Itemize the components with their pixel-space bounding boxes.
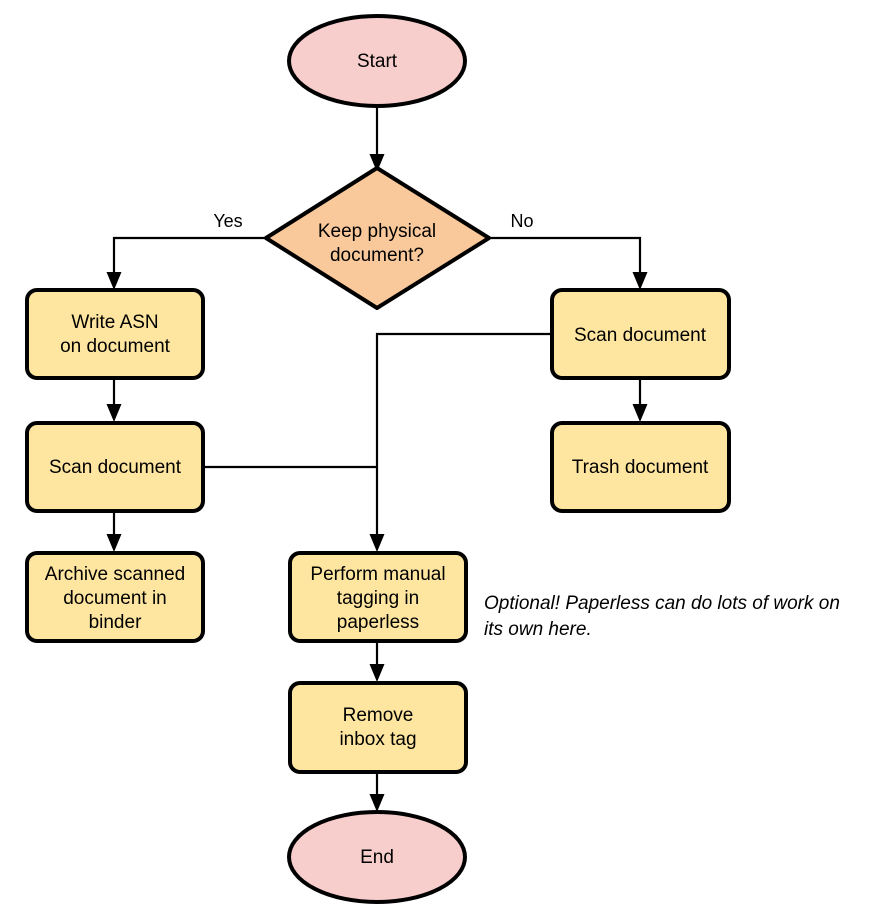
optional-note-line1: Optional! Paperless can do lots of work … [484, 593, 840, 614]
edge-decision-to-write-asn [106, 236, 266, 290]
node-archive-scanned-document[interactable]: Archive scanned document in binder [25, 551, 205, 643]
node-start-label: Start [357, 51, 398, 72]
node-start[interactable]: Start [287, 14, 467, 108]
edge-write-asn-to-scan-left [106, 378, 122, 422]
start-ellipse[interactable] [287, 14, 467, 108]
node-decision-label-line2: document? [330, 245, 424, 266]
node-write-asn[interactable]: Write ASN on document [25, 288, 205, 380]
node-write-asn-label-line1: Write ASN [71, 312, 158, 333]
manual-tagging-box[interactable] [288, 551, 468, 643]
arrowhead-icon [369, 664, 385, 682]
node-manual-tagging-label-line1: Perform manual [310, 564, 445, 585]
node-trash-label: Trash document [572, 457, 709, 478]
node-end[interactable]: End [287, 810, 467, 904]
node-write-asn-label-line2: on document [60, 336, 171, 357]
edge-decision-to-scan-right [489, 236, 648, 290]
scan-document-right-box[interactable] [550, 288, 731, 380]
node-end-label: End [360, 847, 394, 868]
node-remove-inbox-tag-label-line2: inbox tag [339, 729, 416, 750]
node-trash-document[interactable]: Trash document [550, 421, 731, 513]
node-remove-inbox-tag-label-line1: Remove [343, 705, 414, 726]
trash-document-box[interactable] [550, 421, 731, 513]
edge-scan-right-to-trash [632, 378, 648, 422]
node-manual-tagging-label-line3: paperless [337, 612, 419, 633]
optional-note-line2: its own here. [484, 619, 592, 640]
write-asn-box[interactable] [25, 288, 205, 380]
node-archive-label-line3: binder [89, 612, 142, 633]
node-decision-label-line1: Keep physical [318, 221, 436, 242]
edge-line [375, 332, 552, 538]
edge-manual-tagging-to-remove-inbox-tag [369, 642, 385, 682]
arrowhead-icon [106, 534, 122, 552]
edge-remove-inbox-tag-to-end [369, 772, 385, 812]
arrowhead-icon [369, 794, 385, 812]
node-perform-manual-tagging[interactable]: Perform manual tagging in paperless [288, 551, 468, 643]
end-ellipse[interactable] [287, 810, 467, 904]
node-scan-right-label: Scan document [574, 325, 707, 346]
node-archive-label-line1: Archive scanned [45, 564, 185, 585]
node-keep-physical-document[interactable]: Keep physical document? [264, 166, 491, 310]
edge-label-yes: Yes [213, 211, 242, 231]
arrowhead-icon [106, 404, 122, 422]
node-remove-inbox-tag[interactable]: Remove inbox tag [288, 681, 468, 774]
annotation-optional-note: Optional! Paperless can do lots of work … [484, 593, 840, 640]
arrowhead-icon [632, 272, 648, 290]
edge-line [489, 236, 642, 276]
arrowhead-icon [106, 272, 122, 290]
remove-inbox-tag-box[interactable] [288, 681, 468, 774]
node-manual-tagging-label-line2: tagging in [337, 588, 419, 609]
node-archive-label-line2: document in [63, 588, 167, 609]
edge-start-to-decision [369, 106, 385, 172]
archive-box[interactable] [25, 551, 205, 643]
decision-diamond[interactable] [264, 166, 491, 310]
edge-scan-left-to-archive [106, 511, 122, 552]
arrowhead-icon [369, 154, 385, 172]
edge-scan-right-to-manual-tagging [369, 332, 552, 552]
arrowhead-icon [369, 534, 385, 552]
scan-document-left-box[interactable] [25, 421, 205, 513]
node-scan-left-label: Scan document [49, 457, 182, 478]
arrowhead-icon [632, 404, 648, 422]
edge-label-no: No [510, 211, 533, 231]
node-scan-document-left[interactable]: Scan document [25, 421, 205, 513]
edge-line [112, 236, 266, 276]
node-scan-document-right[interactable]: Scan document [550, 288, 731, 380]
